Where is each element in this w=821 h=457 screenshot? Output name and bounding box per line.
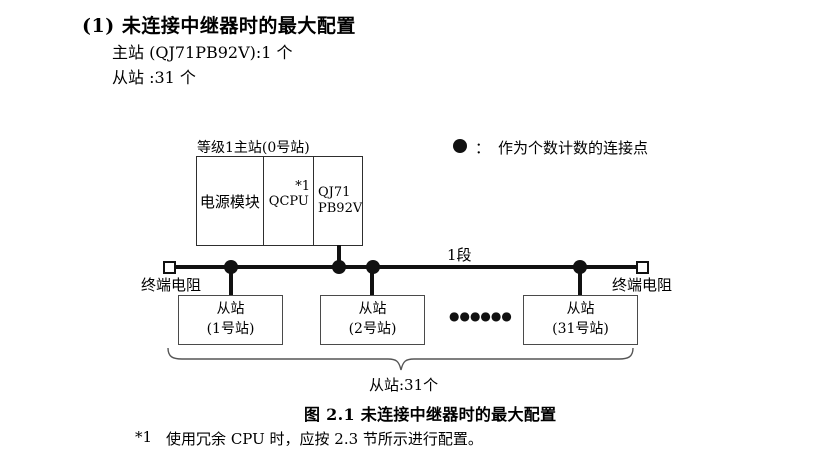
cpu-footnote-ref: *1 [295,179,310,194]
slave-station-31-box: 从站 (31号站) [523,295,638,345]
legend-separator: ： [475,139,491,157]
footnote: *1 使用冗余 CPU 时，应按 2.3 节所示进行配置。 [135,428,483,449]
slave-count-line: 从站 :31 个 [112,68,196,87]
connection-dot [332,260,346,274]
slave-station-name: 从站 [566,301,595,318]
terminating-resistor-right-label: 终端电阻 [612,276,673,294]
terminating-resistor-left-icon [163,261,176,274]
cpu-module-cell: *1 QCPU [264,157,314,245]
connection-point-icon [453,139,467,153]
legend-label: 作为个数计数的连接点 [498,139,649,157]
pb92v-module-cell: QJ71 PB92V [318,184,363,216]
legend: ： 作为个数计数的连接点 [453,137,648,158]
master-count-line: 主站 (QJ71PB92V):1 个 [112,43,293,62]
footnote-marker: *1 [135,428,153,446]
ellipsis-dots: ●●●●●● [449,309,512,323]
connection-dot [366,260,380,274]
figure-caption: 图 2.1 未连接中继器时的最大配置 [304,405,557,424]
power-supply-module-cell: 电源模块 [197,157,264,245]
section-title: (1) 未连接中继器时的最大配置 [82,15,356,37]
footnote-text: 使用冗余 CPU 时，应按 2.3 节所示进行配置。 [166,430,483,448]
slave-station-name: 从站 [216,301,245,318]
slave1-drop-line [229,267,233,295]
cpu-module-label: QCPU [268,193,309,209]
terminating-resistor-right-icon [636,261,649,274]
terminating-resistor-left-label: 终端电阻 [141,276,202,294]
slave-total-label: 从站:31个 [369,376,439,394]
slave-station-number: (31号站) [552,321,609,337]
slave-station-1-box: 从站 (1号站) [178,295,283,345]
slave2-drop-line [370,267,374,295]
segment-label: 1段 [447,246,472,264]
master-station-label: 等级1主站(0号站) [197,140,310,156]
bus-line [175,265,636,269]
brace [167,347,634,371]
slave-station-2-box: 从站 (2号站) [320,295,425,345]
slave-station-number: (2号站) [348,321,397,337]
master-drop-line [337,245,341,267]
slave-station-number: (1号站) [206,321,255,337]
connection-dot [224,260,238,274]
slave-station-name: 从站 [358,301,387,318]
connection-dot [573,260,587,274]
slave31-drop-line [578,267,582,295]
master-station-box: 电源模块 *1 QCPU QJ71 PB92V [196,156,363,246]
